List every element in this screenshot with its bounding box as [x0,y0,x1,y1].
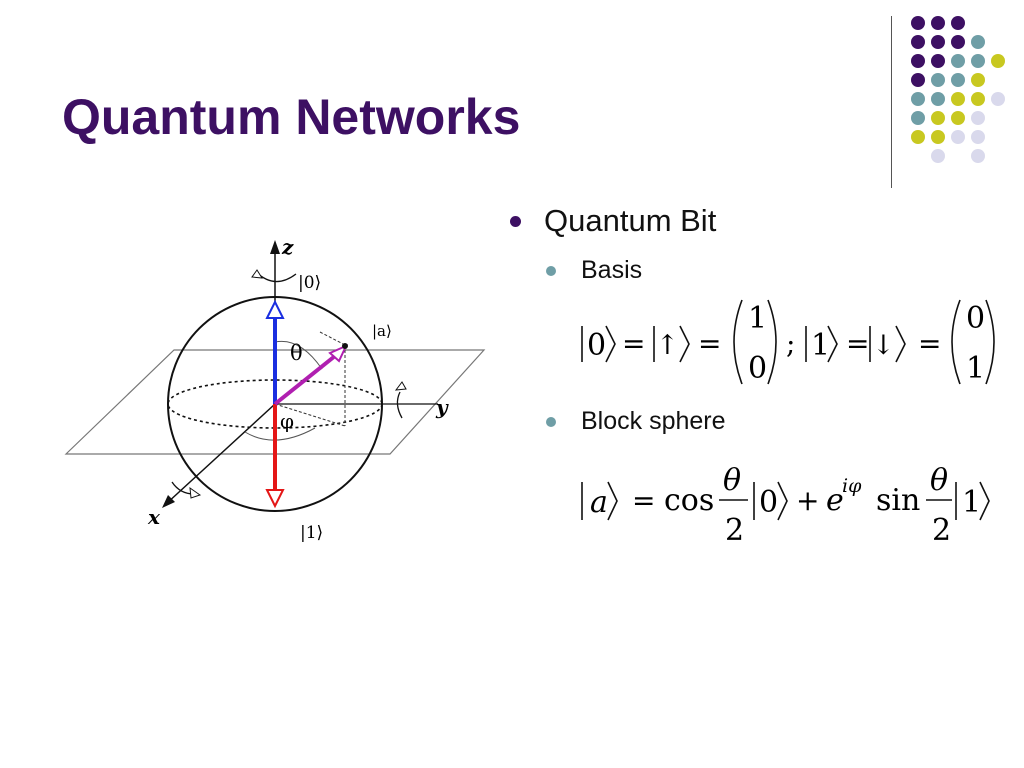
z-axis-arrowhead [270,240,280,254]
decor-dot [931,92,945,106]
decor-dot [931,111,945,125]
decor-dot [911,54,925,68]
basis-ket0-symbol: 0 [587,328,606,363]
decor-dot [931,35,945,49]
x-axis-arrowhead [162,495,175,508]
ket0-vector-arrowhead [265,299,285,319]
decor-dot [951,16,965,30]
decor-dot [951,35,965,49]
vector0-top: 1 [748,301,767,336]
decor-dot [951,73,965,87]
state-vector-arrowhead [328,344,349,363]
sub-bullet-basis: Basis [546,256,642,285]
x-axis [165,403,276,505]
fraction-denominator: 2 [932,513,951,548]
equals-sign: = [846,327,869,360]
theta-label: θ [290,341,303,365]
down-arrow-symbol: ↓ [872,330,895,361]
equals-sign: = [622,327,645,360]
z-axis-label: z [281,235,294,259]
bullet-text: Basis [581,256,643,284]
equals-sign: = [698,327,721,360]
basis-equation: 0 = ↑ = 1 0 ; 1 = ↓ = 0 1 [581,299,995,386]
decor-dot [911,92,925,106]
ket1-vector-arrowhead [265,489,285,509]
projection-top [319,331,346,346]
plus-sign: + [796,484,819,517]
x-axis-label: x [147,505,161,529]
ket0-label: |0⟩ [298,273,321,293]
bullet-quantum-bit: Quantum Bit [510,203,716,239]
title-divider [891,16,892,188]
slide-title: Quantum Networks [62,89,521,145]
phi-label: φ [280,409,294,433]
vector0-bottom: 0 [748,351,767,386]
bullet-text: Quantum Bit [544,203,717,238]
phi-arc [244,427,316,441]
decor-dot [951,111,965,125]
bullet-marker [546,265,556,276]
vector1-bottom: 1 [966,351,985,386]
fraction-denominator: 2 [725,513,744,548]
equals-sign: = [632,484,655,517]
cos-function: cos [664,483,714,518]
separator: ; [786,327,795,360]
z-rotation-arrowhead [251,269,263,279]
bullet-text: Block sphere [581,407,726,435]
decor-dot [971,54,985,68]
theta-arc [274,340,323,370]
bloch-state-equation: a = cos θ 2 0 + e iφ sin θ 2 1 [581,463,990,548]
decor-dot [951,92,965,106]
decor-dot [911,130,925,144]
basis-ket1-symbol: 1 [811,328,830,363]
decor-dot [971,92,985,106]
y-rotation-arrowhead [394,381,407,391]
vector1-top: 0 [966,301,985,336]
up-arrow-symbol: ↑ [656,330,679,361]
decor-dot [931,54,945,68]
decor-dot [971,35,985,49]
decor-dot [911,73,925,87]
y-rotation-arrow [396,391,403,419]
y-axis-label: y [435,395,449,419]
decor-dot [991,54,1005,68]
decor-dot [971,73,985,87]
decor-dot [971,149,985,163]
decor-dot [971,130,985,144]
fraction-numerator: θ [723,463,741,498]
decor-dot [911,35,925,49]
bullet-marker [510,215,521,227]
projection-floor [274,403,346,427]
state-a-symbol: a [590,485,608,520]
ket1-label: |1⟩ [300,523,323,543]
equatorial-plane [64,349,486,455]
bloch-sphere-diagram: z y x |0⟩ |1⟩ |a⟩ θ φ [64,235,486,543]
decor-dot [931,73,945,87]
decor-dot [911,111,925,125]
equals-sign: = [918,327,941,360]
sin-function: sin [876,483,920,518]
decor-dot [911,16,925,30]
decor-dot [991,92,1005,106]
exponential-e: e [826,483,844,518]
decor-dot [931,149,945,163]
decor-dot [951,130,965,144]
bullet-marker [546,416,556,427]
bloch-ket0-symbol: 0 [759,485,778,520]
decor-dot [951,54,965,68]
z-rotation-arrow [255,271,297,283]
sub-bullet-block-sphere: Block sphere [546,407,726,436]
state-point [342,343,348,349]
ket-a-label: |a⟩ [372,322,392,340]
bloch-ket1-symbol: 1 [962,485,981,520]
x-rotation-arrowhead [189,486,202,499]
fraction-numerator: θ [930,463,948,498]
decor-dot [931,16,945,30]
exponent: iφ [842,475,862,497]
state-vector [273,350,342,406]
decor-dot [931,130,945,144]
decor-dot [971,111,985,125]
